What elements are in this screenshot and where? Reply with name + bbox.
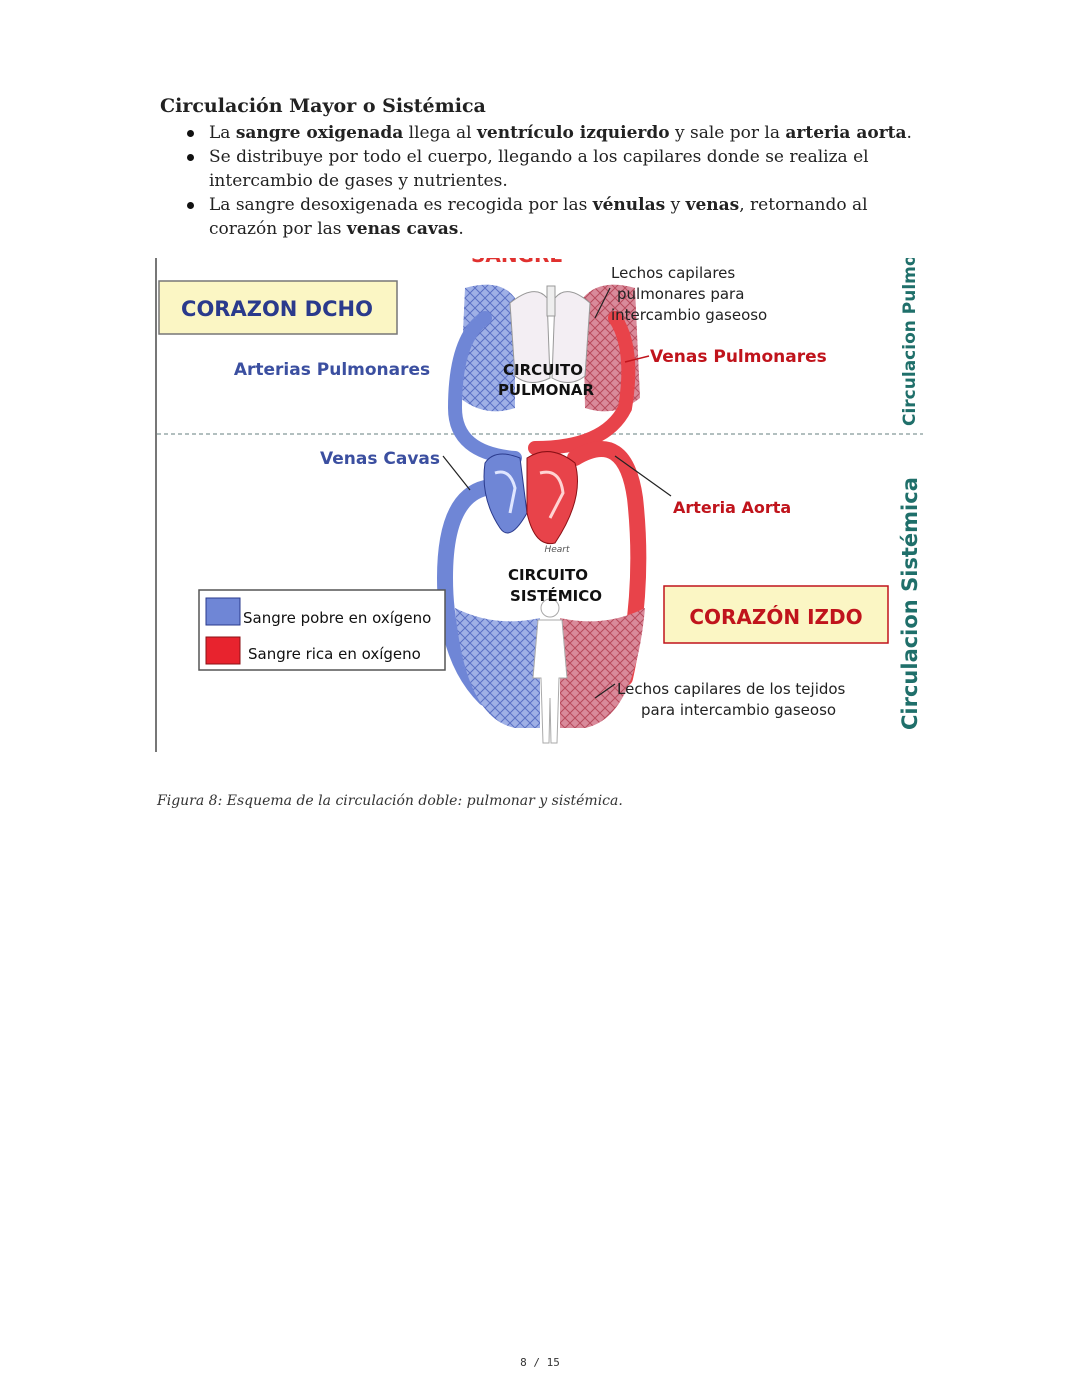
pulmonary-capillaries-left <box>460 284 515 412</box>
bullet-dot <box>187 130 194 137</box>
lung-right <box>551 291 591 383</box>
lechos-tejidos-pointer <box>594 683 616 699</box>
arterias-pulmonares-label: Arterias Pulmonares <box>234 360 430 380</box>
heart-label: Heart <box>544 545 570 555</box>
heart: Heart <box>483 451 578 555</box>
lechos-pulmonares-label-2: pulmonares para <box>617 285 744 303</box>
bullet-list: La sangre oxigenada llega al ventrículo … <box>160 121 940 241</box>
corazon-izdo-box <box>663 585 889 644</box>
lung-left <box>509 291 551 383</box>
venas-pulmonares-label: Venas Pulmonares <box>650 347 827 367</box>
venas-cavas-pointer <box>442 455 471 491</box>
venas-cavas-label: Venas Cavas <box>320 449 440 469</box>
circulation-diagram-svg: SANGRE Heart CORAZON DCHO Arterias Pulmo… <box>155 243 923 752</box>
circuito-pulmonar-label-1: CIRCUITO <box>503 361 583 379</box>
tissue-capillaries-left <box>455 608 540 728</box>
pulmonary-vein-path <box>528 311 636 455</box>
systemic-vein-path <box>436 480 493 706</box>
legend-rich-label: Sangre rica en oxígeno <box>248 645 421 663</box>
lechos-tejidos-label-1: Lechos capilares de los tejidos <box>617 680 846 698</box>
legend-poor-label: Sangre pobre en oxígeno <box>243 609 431 627</box>
legend-swatch-poor <box>205 597 241 626</box>
section-heading: Circulación Mayor o Sistémica <box>160 95 486 117</box>
circulation-diagram: SANGRE Heart CORAZON DCHO Arterias Pulmo… <box>155 243 925 752</box>
figure-caption: Figura 8: Esquema de la circulación dobl… <box>157 793 623 809</box>
bullet-dot <box>187 154 194 161</box>
corazon-dcho-label: CORAZON DCHO <box>181 297 373 321</box>
corazon-izdo-label: CORAZÓN IZDO <box>689 605 862 629</box>
lechos-tejidos-label-2: para intercambio gaseoso <box>641 701 836 719</box>
circuito-sistemico-label-1: CIRCUITO <box>508 566 588 584</box>
lechos-pulmonares-pointer <box>594 287 611 319</box>
corazon-dcho-box <box>158 280 398 335</box>
venas-pulmonares-pointer <box>624 355 650 363</box>
side-label-pulmonar: Circulacion Pulmonar <box>900 258 920 426</box>
top-cut-label: SANGRE <box>471 258 563 267</box>
page-number: 8 / 15 <box>520 1356 560 1369</box>
arteria-aorta-label: Arteria Aorta <box>673 498 791 517</box>
human-silhouette <box>532 598 568 744</box>
circuito-sistemico-label-2: SISTÉMICO <box>510 586 602 605</box>
tissue-capillaries-right <box>560 608 645 728</box>
bullet-dot <box>187 202 194 209</box>
circuito-pulmonar-label-2: PULMONAR <box>498 381 595 399</box>
bullet-item: La sangre desoxigenada es recogida por l… <box>160 193 940 241</box>
lechos-pulmonares-label-3: intercambio gaseoso <box>611 306 767 324</box>
legend-swatch-rich <box>205 636 241 665</box>
bullet-item: La sangre oxigenada llega al ventrículo … <box>160 121 940 145</box>
lechos-pulmonares-label-1: Lechos capilares <box>611 264 735 282</box>
bullet-item: Se distribuye por todo el cuerpo, llegan… <box>160 145 940 193</box>
side-label-sistemica: Circulacion Sistémica <box>898 477 922 730</box>
arteria-aorta-pointer <box>614 455 672 497</box>
pulmonary-artery-path <box>447 311 522 465</box>
side-label-pulmonar-clip: Circulacion Pulmonar <box>900 258 920 426</box>
trachea <box>546 285 556 317</box>
